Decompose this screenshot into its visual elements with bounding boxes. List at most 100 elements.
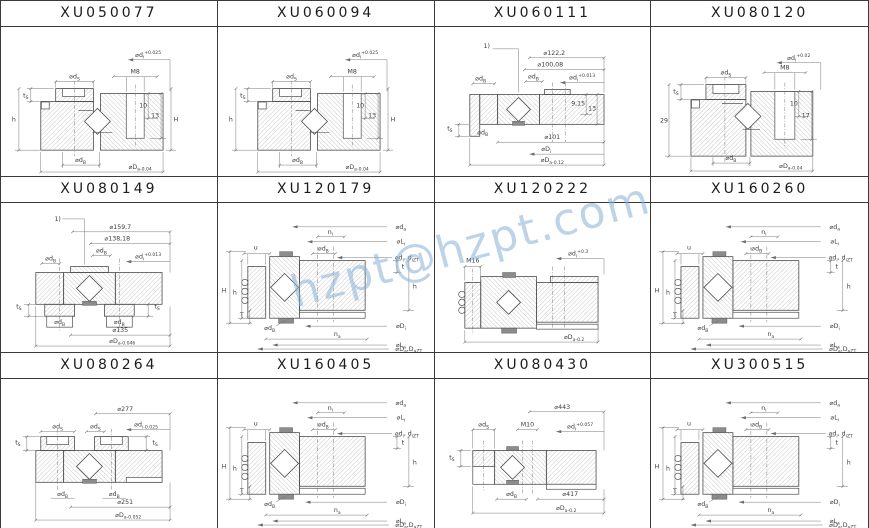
dim-label-part: h (847, 459, 851, 466)
dim-label-part: B (733, 158, 736, 164)
dim-label-part: ⌀d (292, 157, 300, 164)
part-number: XU160260 (651, 177, 868, 203)
dim-label: h (233, 289, 237, 296)
dim-label: ⌀di+0.057 (567, 422, 593, 432)
dim-label-part: i (765, 231, 766, 237)
dim-label-part: ⌀d (395, 224, 403, 231)
dim-label-part: ⌀D (564, 334, 573, 341)
dim-label-part: h (413, 283, 417, 290)
dim-label-part: a (838, 228, 841, 233)
dim-label-part: ⌀D (540, 157, 549, 164)
dim-label-part: H (655, 287, 660, 294)
dim-label-part: 17 (802, 112, 810, 119)
dim-label-part: i (402, 257, 403, 263)
dim-label-part: S (19, 306, 22, 312)
dim-label: tS (23, 93, 28, 102)
dim-label: ⌀dB (318, 246, 329, 255)
dim-label-part: B (535, 76, 538, 82)
dim-label: t (401, 264, 404, 271)
dim-label-part: ⌀d (475, 76, 483, 83)
dim-label-part: ⌀d (264, 325, 272, 332)
dim-label: ⌀dB (96, 248, 107, 257)
dim-label-part: B (122, 322, 125, 328)
dim-label-part: ⌀d (477, 129, 485, 136)
bearing-cell: XU120222 M16⌀di+0.3⌀Da-0.2 (434, 177, 652, 353)
dim-label-part: ⌀L (396, 415, 404, 422)
dim-label-part: i (839, 502, 840, 508)
dim-label-part: +0.025 (361, 50, 378, 56)
dim-label-part: , d (404, 255, 412, 262)
dim-label-part: ⌀d (52, 424, 60, 431)
dim-label: H (221, 463, 226, 470)
dim-label: ni (761, 229, 766, 238)
dim-label-part: M8 (780, 65, 789, 72)
dim-label-part: ⌀d (395, 255, 403, 262)
dim-label: H (221, 287, 226, 294)
dim-label: T (672, 488, 677, 495)
dim-label: ⌀dS (90, 424, 101, 433)
dim-label-part: aZT (413, 349, 422, 352)
dim-label: ⌀dB (752, 422, 763, 431)
dim-label: 1) (483, 43, 489, 50)
dim-label-part: ⌀443 (554, 404, 570, 411)
dim-label-part: t (449, 454, 452, 461)
dim-label-part: i (765, 407, 766, 413)
dim-label-part: ,D (841, 346, 848, 352)
dim-label-part: i (404, 241, 405, 247)
dim-label-part: ⌀d (829, 431, 837, 438)
dim-label-part: t (240, 93, 243, 100)
dim-label: ⌀277 (117, 406, 133, 413)
dim-label-part: S (294, 76, 297, 82)
dim-label-part: ⌀d (69, 74, 77, 81)
dim-label-part: ⌀D (830, 499, 839, 506)
dim-label: 10 (790, 100, 798, 107)
dim-label: T (239, 312, 244, 319)
dim-label: ⌀dB (45, 256, 56, 265)
dim-label-part: i (576, 77, 577, 83)
dim-label: ⌀Da-0.04 (345, 164, 368, 173)
dim-label: T (239, 488, 244, 495)
dim-label-part: B (104, 250, 107, 256)
dim-label-part: ⌀d (830, 224, 838, 231)
dim-label-part: ⌀d (395, 431, 403, 438)
dim-label-part: 1) (54, 216, 60, 223)
dim-label: ⌀251 (117, 499, 133, 506)
dim-label-part: t (154, 303, 157, 310)
dim-label: ⌀Di (396, 323, 406, 332)
dim-label: 10 (356, 102, 364, 109)
dim-label-part: iZT (412, 433, 419, 439)
dim-label-part: S (155, 442, 158, 448)
dim-label: ⌀dB (264, 501, 275, 510)
dim-label-part: a-0.12 (549, 160, 564, 166)
dim-label-part: B (705, 504, 708, 510)
dim-label: ⌀di+0.013 (135, 252, 161, 262)
dim-label-part: i (360, 54, 361, 60)
dim-label-part: ⌀D (829, 522, 838, 528)
dim-label-part: n (761, 405, 765, 412)
dim-label-part: 10 (139, 102, 147, 109)
dim-label-part: ⌀d (90, 424, 98, 431)
dim-label-part: +0.02 (797, 53, 811, 59)
dim-label-part: M16 (466, 258, 479, 265)
dim-label-part: ⌀d (135, 52, 143, 59)
dim-label-part: B (62, 322, 65, 328)
dim-label-part: B (759, 248, 762, 254)
dim-label: h (847, 283, 851, 290)
dim-label: tS (449, 454, 454, 463)
dim-label: ⌀dB (726, 155, 737, 164)
dim-label: ⌀135 (112, 327, 128, 334)
dim-label: h (229, 116, 233, 123)
dim-label-part: iZT (846, 257, 853, 263)
dim-label: ⌀Da-0.04 (779, 163, 802, 172)
dim-label-part: B (325, 424, 328, 430)
dim-label-part: +0.025 (144, 50, 161, 56)
dim-label-part: a (403, 404, 406, 409)
dim-label-part: ⌀138,18 (104, 236, 130, 243)
dim-label: ⌀dB (527, 74, 538, 83)
dim-label: ⌀Da-0.12 (540, 157, 563, 166)
